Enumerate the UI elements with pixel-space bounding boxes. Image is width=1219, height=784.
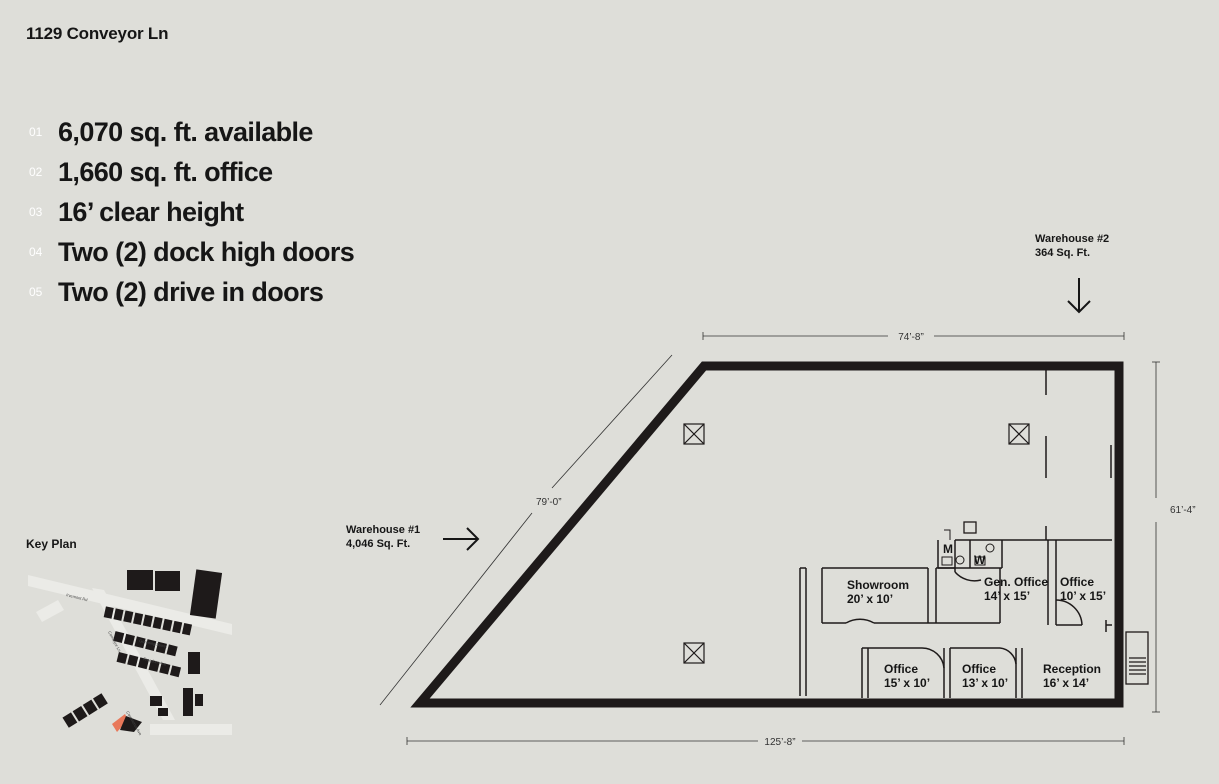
key-plan-building xyxy=(195,694,203,706)
key-plan-building-row xyxy=(116,652,182,678)
key-plan-building xyxy=(127,570,153,590)
key-plan-road xyxy=(36,600,64,622)
warehouse-2-name: Warehouse #2 xyxy=(1035,233,1109,245)
feature-item: 02 1,660 sq. ft. office xyxy=(26,152,354,192)
key-plan-building-row xyxy=(62,693,108,728)
room-size: 13’ x 10’ xyxy=(962,676,1008,690)
column-marker-icon xyxy=(683,642,705,664)
key-plan-building xyxy=(150,696,162,706)
feature-list: 01 6,070 sq. ft. available 02 1,660 sq. … xyxy=(26,112,355,312)
restroom-men-label: M xyxy=(943,542,953,556)
feature-text: Two (2) dock high doors xyxy=(58,236,355,267)
column-markers xyxy=(683,423,1030,664)
feature-text: Two (2) drive in doors xyxy=(58,276,324,307)
room-size: 16’ x 14’ xyxy=(1043,676,1089,690)
feature-number: 05 xyxy=(29,285,43,299)
dimension-top-label: 74’-8” xyxy=(898,332,924,343)
warehouse-2-area: 364 Sq. Ft. xyxy=(1035,247,1090,259)
key-plan-street-label: Gorening Street xyxy=(139,638,169,649)
feature-number: 04 xyxy=(29,245,43,259)
key-plan-road xyxy=(92,588,175,720)
feature-item: 03 16’ clear height xyxy=(26,192,354,232)
room-size: 14’ x 15’ xyxy=(984,589,1030,603)
restroom-women-label: W xyxy=(974,553,986,567)
key-plan-road xyxy=(28,575,232,635)
dimension-right-label: 61’-4” xyxy=(1170,505,1196,516)
room-name: Showroom xyxy=(847,578,909,592)
room-size: 10’ x 15’ xyxy=(1060,589,1106,603)
feature-item: 01 6,070 sq. ft. available xyxy=(26,112,354,152)
key-plan-building xyxy=(120,716,142,732)
dimension-lines xyxy=(379,332,1160,745)
room-size: 15’ x 10’ xyxy=(884,676,930,690)
feature-item: 04 Two (2) dock high doors xyxy=(26,232,355,272)
room-name: Office xyxy=(1060,575,1094,589)
feature-item: 05 Two (2) drive in doors xyxy=(26,272,354,312)
column-marker-icon xyxy=(683,423,705,445)
room-name: Reception xyxy=(1043,662,1101,676)
feature-number: 03 xyxy=(29,205,43,219)
interior-walls xyxy=(799,370,1112,698)
down-arrow-icon xyxy=(1067,278,1091,314)
key-plan-building-row xyxy=(103,606,193,636)
room-name: Gen. Office xyxy=(984,575,1048,589)
key-plan-map: Irvemont Rd Gorening Street Conveyor Ln … xyxy=(28,569,232,737)
feature-text: 1,660 sq. ft. office xyxy=(58,156,273,187)
key-plan-building xyxy=(158,708,168,716)
room-name: Office xyxy=(962,662,996,676)
warehouse-1-area: 4,046 Sq. Ft. xyxy=(346,538,410,550)
building-outline xyxy=(410,361,1124,708)
dimension-diagonal-label: 79’-0” xyxy=(536,497,562,508)
key-plan-building xyxy=(183,688,193,716)
room-size: 20’ x 10’ xyxy=(847,592,893,606)
dimension-bottom-label: 125’-8” xyxy=(764,737,795,748)
key-plan-building-row xyxy=(113,631,178,657)
room-name: Office xyxy=(884,662,918,676)
key-plan-road xyxy=(150,724,232,735)
feature-number: 01 xyxy=(29,125,43,139)
right-arrow-icon xyxy=(443,527,480,551)
stairs-icon xyxy=(1125,631,1149,685)
key-plan-highlight-site xyxy=(112,714,128,732)
feature-text: 16’ clear height xyxy=(58,196,244,227)
key-plan-building xyxy=(189,569,223,619)
column-marker-icon xyxy=(1008,423,1030,445)
key-plan-street-label: Freedom Ave xyxy=(143,656,168,667)
key-plan-street-label: Irvemont Rd xyxy=(66,592,88,602)
key-plan-title: Key Plan xyxy=(26,537,77,551)
warehouse-1-name: Warehouse #1 xyxy=(346,524,420,536)
key-plan-building xyxy=(188,652,200,674)
property-address: 1129 Conveyor Ln xyxy=(26,24,169,43)
feature-number: 02 xyxy=(29,165,43,179)
feature-text: 6,070 sq. ft. available xyxy=(58,116,313,147)
key-plan-building xyxy=(155,571,180,591)
